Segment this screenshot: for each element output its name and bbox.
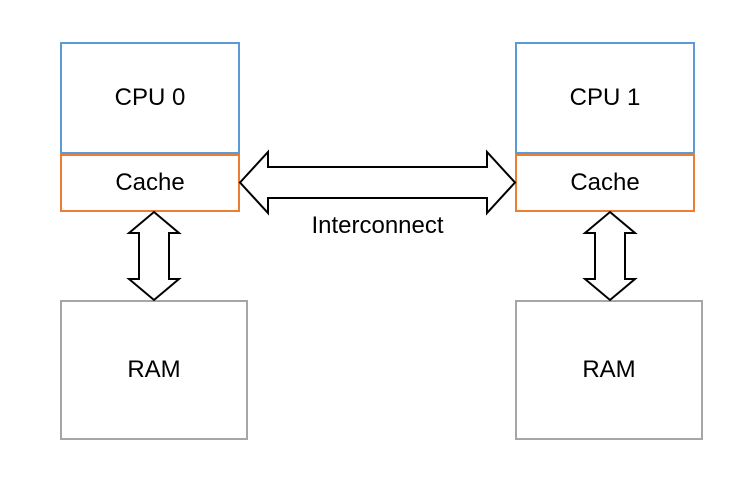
cache0-box: Cache xyxy=(60,154,240,212)
interconnect-label: Interconnect xyxy=(311,212,444,239)
cpu1-box: CPU 1 xyxy=(515,42,695,154)
ram0-box: RAM xyxy=(60,300,248,440)
cache1-label: Cache xyxy=(570,169,640,196)
ram1-label: RAM xyxy=(582,356,636,383)
cpu0-box: CPU 0 xyxy=(60,42,240,154)
cache1-ram1-double-arrow-icon xyxy=(582,210,638,302)
ram0-label: RAM xyxy=(127,356,181,383)
cpu1-label: CPU 1 xyxy=(569,84,641,111)
ram1-box: RAM xyxy=(515,300,703,440)
cpu0-label: CPU 0 xyxy=(114,84,186,111)
cache0-ram0-double-arrow-icon xyxy=(126,210,182,302)
cache0-label: Cache xyxy=(115,169,185,196)
cache1-box: Cache xyxy=(515,154,695,212)
interconnect-double-arrow-icon xyxy=(238,149,517,216)
